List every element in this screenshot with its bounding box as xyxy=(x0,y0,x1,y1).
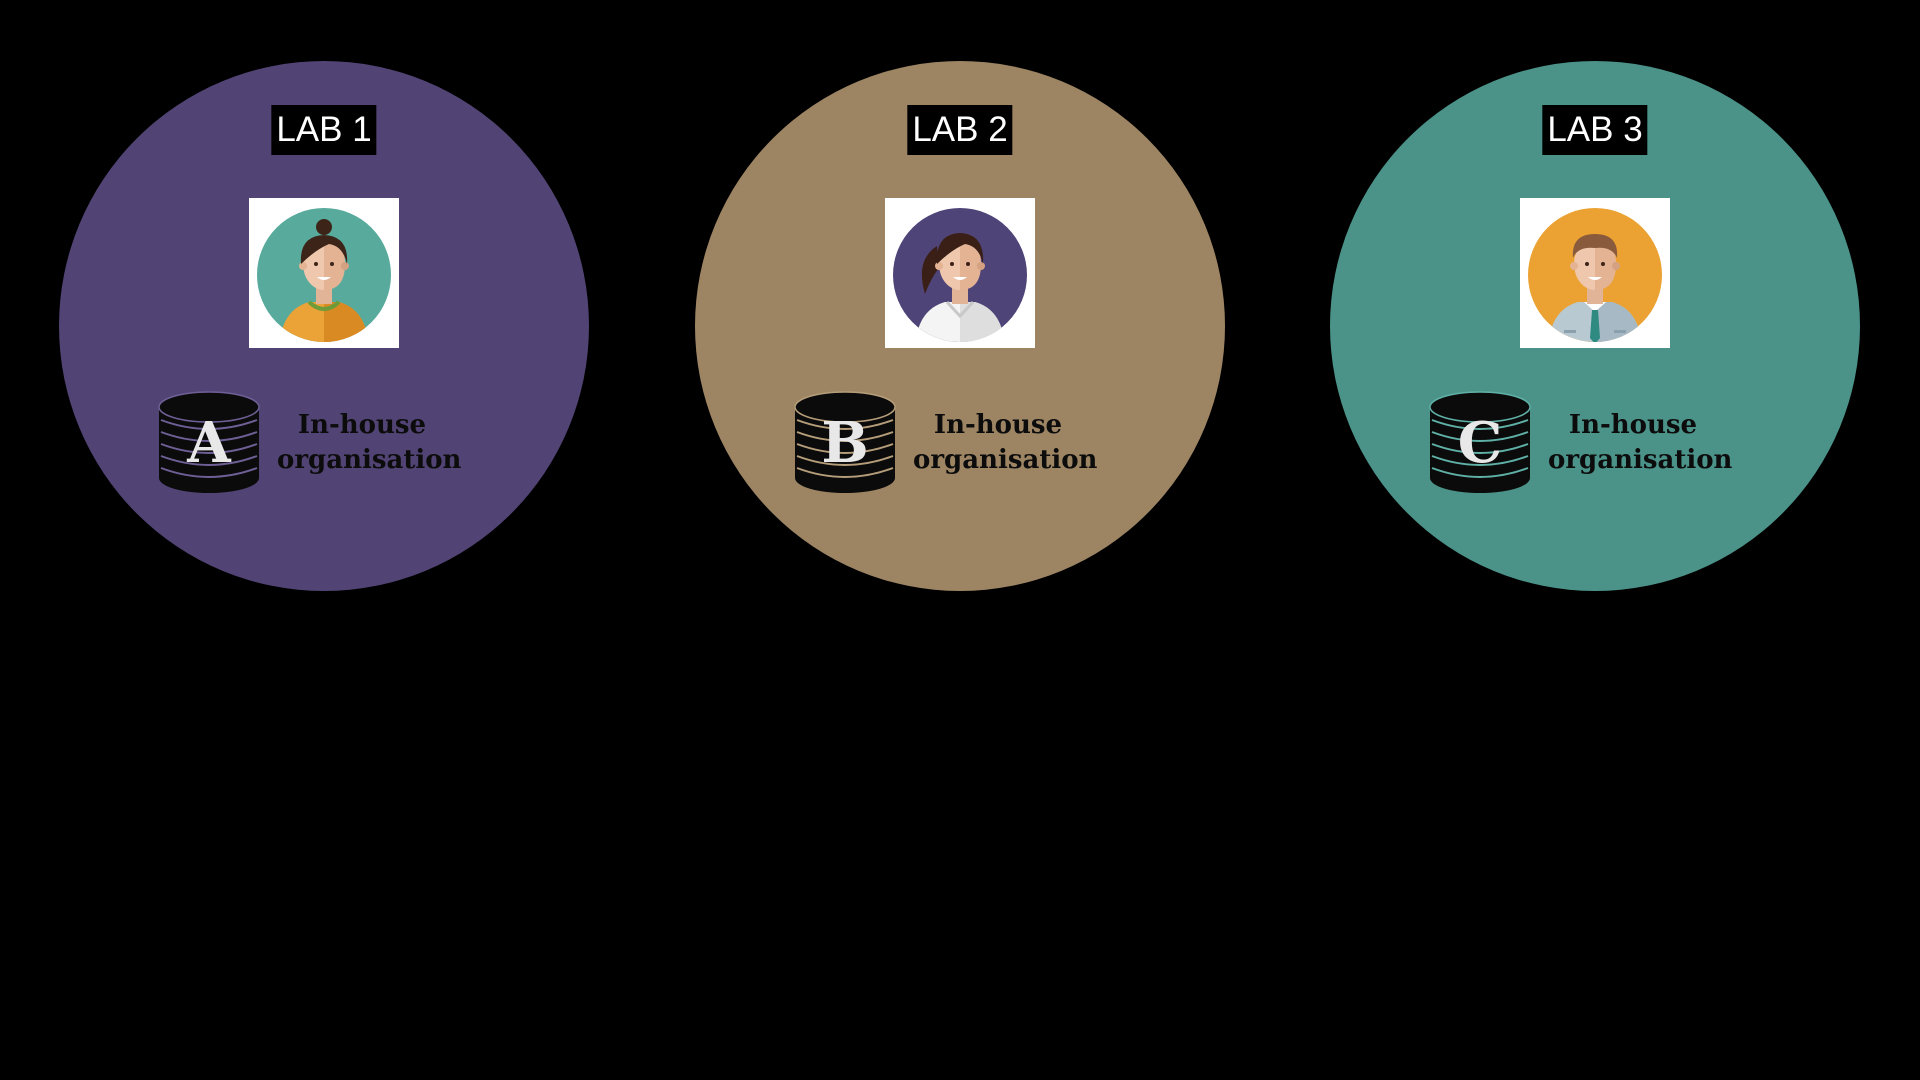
lab-2-circle: LAB 2 xyxy=(695,61,1225,591)
database-icon xyxy=(794,391,896,493)
org-label-line-1: In-house xyxy=(933,410,1063,440)
lab-2-avatar xyxy=(885,198,1035,348)
database-icon xyxy=(158,391,260,493)
org-label-line-2: organisation xyxy=(913,445,1098,475)
lab-1-org-label: In-house organisation xyxy=(277,408,462,478)
woman-avatar-icon xyxy=(257,208,391,342)
lab-2-title: LAB 2 xyxy=(907,105,1013,155)
man-avatar-icon xyxy=(1528,208,1662,342)
database-b: B xyxy=(793,390,897,494)
lab-1-title: LAB 1 xyxy=(271,105,377,155)
database-letter: A xyxy=(187,410,231,476)
database-letter: B xyxy=(821,410,869,476)
org-label-line-2: organisation xyxy=(277,445,462,475)
lab-3-org-label: In-house organisation xyxy=(1548,408,1733,478)
org-label-line-1: In-house xyxy=(297,410,427,440)
lab-2-org-label: In-house organisation xyxy=(913,408,1098,478)
lab-1-circle: LAB 1 xyxy=(59,61,589,591)
database-icon xyxy=(1429,391,1531,493)
lab-3-circle: LAB 3 xyxy=(1330,61,1860,591)
org-label-line-1: In-house xyxy=(1568,410,1698,440)
lab-3-avatar xyxy=(1520,198,1670,348)
database-letter: C xyxy=(1457,410,1503,476)
org-label-line-2: organisation xyxy=(1548,445,1733,475)
lab-3-title: LAB 3 xyxy=(1542,105,1648,155)
database-c: C xyxy=(1428,390,1532,494)
database-a: A xyxy=(157,390,261,494)
lab-1-avatar xyxy=(249,198,399,348)
woman-ponytail-avatar-icon xyxy=(893,208,1027,342)
